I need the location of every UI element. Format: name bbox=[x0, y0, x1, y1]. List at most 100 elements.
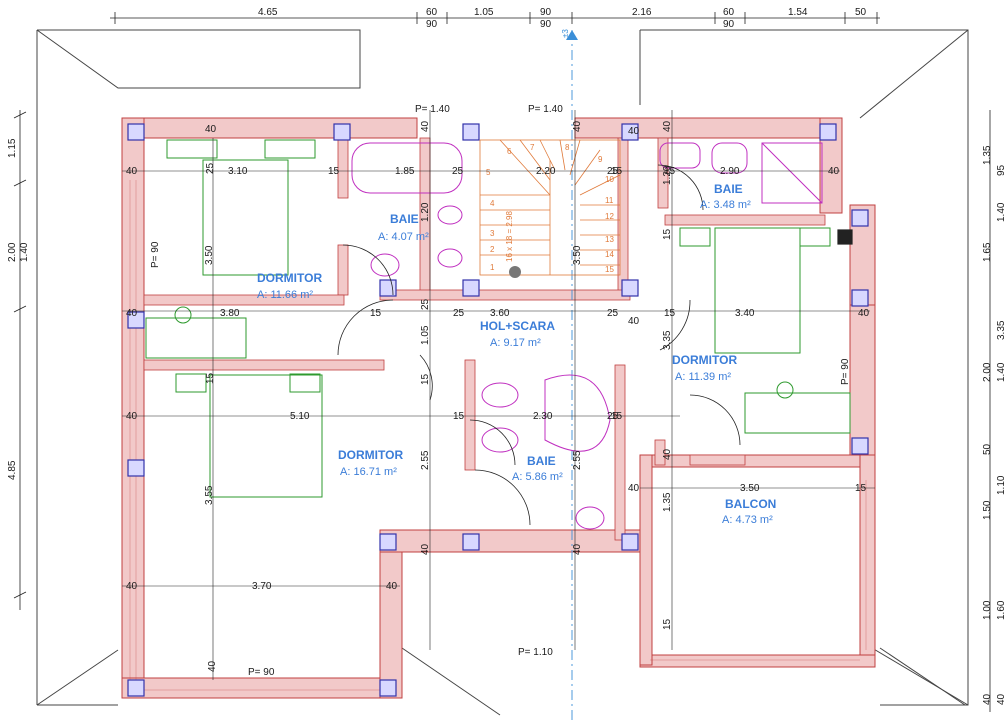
int-dim-2: 1.85 bbox=[395, 166, 415, 177]
step-11: 11 bbox=[605, 196, 614, 205]
left-dim-1: 1.15 bbox=[7, 138, 18, 158]
step-1: 1 bbox=[490, 263, 495, 272]
left-dimension-lines bbox=[13, 110, 27, 610]
int-dim-51: 15 bbox=[611, 411, 623, 422]
step-5: 5 bbox=[486, 168, 491, 177]
shower bbox=[761, 142, 823, 204]
room-area-bath-3: A: 5.86 m² bbox=[512, 471, 563, 483]
top-dimension-lines bbox=[110, 12, 880, 24]
right-dim-6: 2.00 bbox=[982, 362, 993, 382]
opening-4: P= 90 bbox=[840, 358, 851, 385]
int-dim-41: 15 bbox=[370, 308, 382, 319]
wall-hatching bbox=[129, 180, 867, 691]
int-dim-40: 15 bbox=[328, 166, 340, 177]
right-dim-4: 1.65 bbox=[982, 242, 993, 262]
int-dim-16: 1.05 bbox=[420, 325, 431, 345]
int-dim-5: 3.60 bbox=[490, 308, 510, 319]
int-dim-26: 40 bbox=[126, 581, 138, 592]
step-8: 8 bbox=[565, 143, 570, 152]
room-area-bedroom-3: A: 16.71 m² bbox=[340, 466, 397, 478]
int-dim-52: 25 bbox=[452, 166, 464, 177]
right-dimension-labels: 1.35 95 1.40 1.65 3.35 2.00 1.40 50 1.10… bbox=[982, 145, 1007, 705]
int-dim-31: 40 bbox=[628, 483, 640, 494]
step-12: 12 bbox=[605, 212, 614, 221]
int-dim-43: 15 bbox=[205, 372, 216, 384]
bed-bedroom-3 bbox=[209, 374, 323, 498]
right-dim-9: 1.10 bbox=[996, 475, 1007, 495]
int-dim-30: 40 bbox=[572, 543, 583, 555]
int-dim-47: 15 bbox=[662, 618, 673, 630]
int-dim-36: 40 bbox=[662, 448, 673, 460]
openings: P= 1.40 P= 1.40 P= 90 P= 90 P= 1.10 P= 9… bbox=[150, 104, 851, 678]
step-3: 3 bbox=[490, 229, 495, 238]
int-dim-18: 2.55 bbox=[420, 450, 431, 470]
top-dim-row2-2: 90 bbox=[540, 19, 552, 30]
step-13: 13 bbox=[605, 235, 614, 244]
interior-dimension-lines bbox=[122, 110, 875, 680]
int-dim-38: 40 bbox=[628, 126, 640, 137]
exterior-walls bbox=[121, 117, 876, 699]
int-dim-56: 25 bbox=[453, 308, 465, 319]
int-dim-3: 2.20 bbox=[536, 166, 556, 177]
top-dimension-labels: 4.65 60 1.05 90 2.16 60 1.54 50 90 90 90 bbox=[258, 7, 867, 30]
int-dim-14: 1.20 bbox=[420, 202, 431, 222]
right-dim-14: 40 bbox=[996, 693, 1007, 705]
room-area-bath-1: A: 4.07 m² bbox=[378, 231, 429, 243]
interior-dimension-labels: 3.10 1.85 2.20 2.90 3.60 3.80 3.40 5.10 … bbox=[126, 120, 870, 672]
int-dim-25: 40 bbox=[126, 411, 138, 422]
int-dim-53: 25 bbox=[607, 166, 619, 177]
room-name-bath-3: BAIE bbox=[527, 454, 556, 468]
int-dim-20: 3.55 bbox=[204, 485, 215, 505]
int-dim-45: 15 bbox=[662, 228, 673, 240]
int-dim-12: 3.50 bbox=[204, 245, 215, 265]
desk-bedroom-2 bbox=[744, 392, 851, 434]
sanitary-fixtures bbox=[351, 142, 823, 530]
left-dim-2: 2.00 bbox=[7, 242, 18, 262]
right-dim-1: 1.35 bbox=[982, 145, 993, 165]
int-dim-37: 40 bbox=[628, 316, 640, 327]
bed-bedroom-1 bbox=[202, 159, 289, 276]
right-dim-3: 1.40 bbox=[996, 202, 1007, 222]
step-10: 10 bbox=[605, 175, 614, 184]
int-dim-58: 25 bbox=[205, 162, 216, 174]
top-dim-4: 90 bbox=[540, 7, 552, 18]
room-area-bedroom-2: A: 11.39 m² bbox=[675, 371, 731, 383]
int-dim-13: 3.50 bbox=[572, 245, 583, 265]
bed-bedroom-2 bbox=[714, 227, 801, 354]
stair-step-numbers: 1 2 3 4 5 6 7 8 9 10 11 12 13 14 15 16 x… bbox=[486, 143, 614, 274]
room-name-balcony: BALCON bbox=[725, 497, 776, 511]
int-dim-27: 40 bbox=[386, 581, 398, 592]
int-dim-9: 2.30 bbox=[533, 411, 553, 422]
opening-1: P= 1.40 bbox=[415, 104, 450, 115]
int-dim-57: 25 bbox=[607, 411, 619, 422]
right-dim-8: 50 bbox=[982, 443, 993, 455]
int-dim-54: 25 bbox=[420, 298, 431, 310]
room-name-bath-1: BAIE bbox=[390, 212, 419, 226]
bathtub bbox=[351, 142, 463, 194]
room-name-bedroom-3: DORMITOR bbox=[338, 448, 403, 462]
step-7: 7 bbox=[530, 143, 535, 152]
room-area-balcony: A: 4.73 m² bbox=[722, 514, 773, 526]
top-dim-row2-3: 90 bbox=[723, 19, 735, 30]
top-dim-1: 4.65 bbox=[258, 7, 278, 18]
right-dim-12: 1.60 bbox=[996, 600, 1007, 620]
step-9: 9 bbox=[598, 155, 603, 164]
int-dim-29: 40 bbox=[420, 543, 431, 555]
int-dim-22: 40 bbox=[205, 124, 217, 135]
int-dim-44: 15 bbox=[420, 373, 431, 385]
int-dim-49: 15 bbox=[611, 166, 623, 177]
top-dim-row2-1: 90 bbox=[426, 19, 438, 30]
int-dim-15: 1.20 bbox=[662, 165, 673, 185]
right-dim-2: 95 bbox=[996, 164, 1007, 176]
int-dim-28: 40 bbox=[207, 660, 218, 672]
int-dim-46: 15 bbox=[855, 483, 867, 494]
int-dim-17: 3.35 bbox=[662, 330, 673, 350]
axis-marker: ±3 bbox=[561, 29, 570, 38]
furniture bbox=[145, 139, 851, 498]
opening-3: P= 90 bbox=[150, 241, 161, 268]
right-dim-5: 3.35 bbox=[996, 320, 1007, 340]
opening-2: P= 1.40 bbox=[528, 104, 563, 115]
left-dimension-labels: 1.15 2.00 1.40 4.85 bbox=[7, 138, 30, 480]
int-dim-4: 2.90 bbox=[720, 166, 740, 177]
